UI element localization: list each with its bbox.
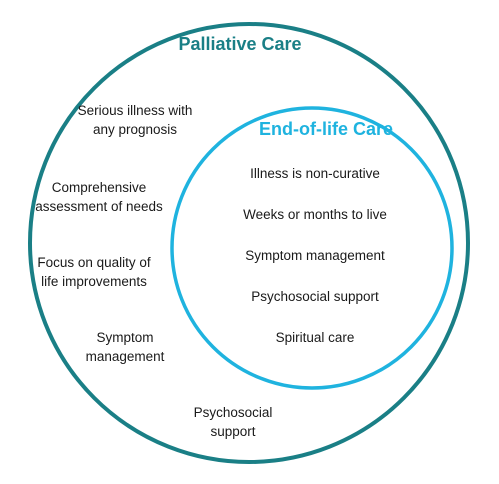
palliative-care-title: Palliative Care [178,34,302,54]
end-of-life-care-title: End-of-life Care [258,119,393,139]
palliative-care-circle [28,22,470,464]
inner-item-weeks-or-months: Weeks or months to live [243,207,387,222]
outer-item-symptom-management: Symptom management [85,330,165,364]
inner-item-symptom-management: Symptom management [245,248,385,263]
inner-item-non-curative: Illness is non-curative [250,166,380,181]
outer-item-serious-illness: Serious illness with any prognosis [77,103,193,137]
end-of-life-care-circle [170,106,454,390]
outer-item-psychosocial-support: Psychosocial support [193,405,273,439]
inner-item-spiritual-care: Spiritual care [275,330,355,345]
outer-item-quality-of-life: Focus on quality of life improvements [37,255,151,289]
outer-item-comprehensive-assessment: Comprehensive assessment of needs [35,180,163,214]
inner-item-psychosocial-support: Psychosocial support [251,289,379,304]
